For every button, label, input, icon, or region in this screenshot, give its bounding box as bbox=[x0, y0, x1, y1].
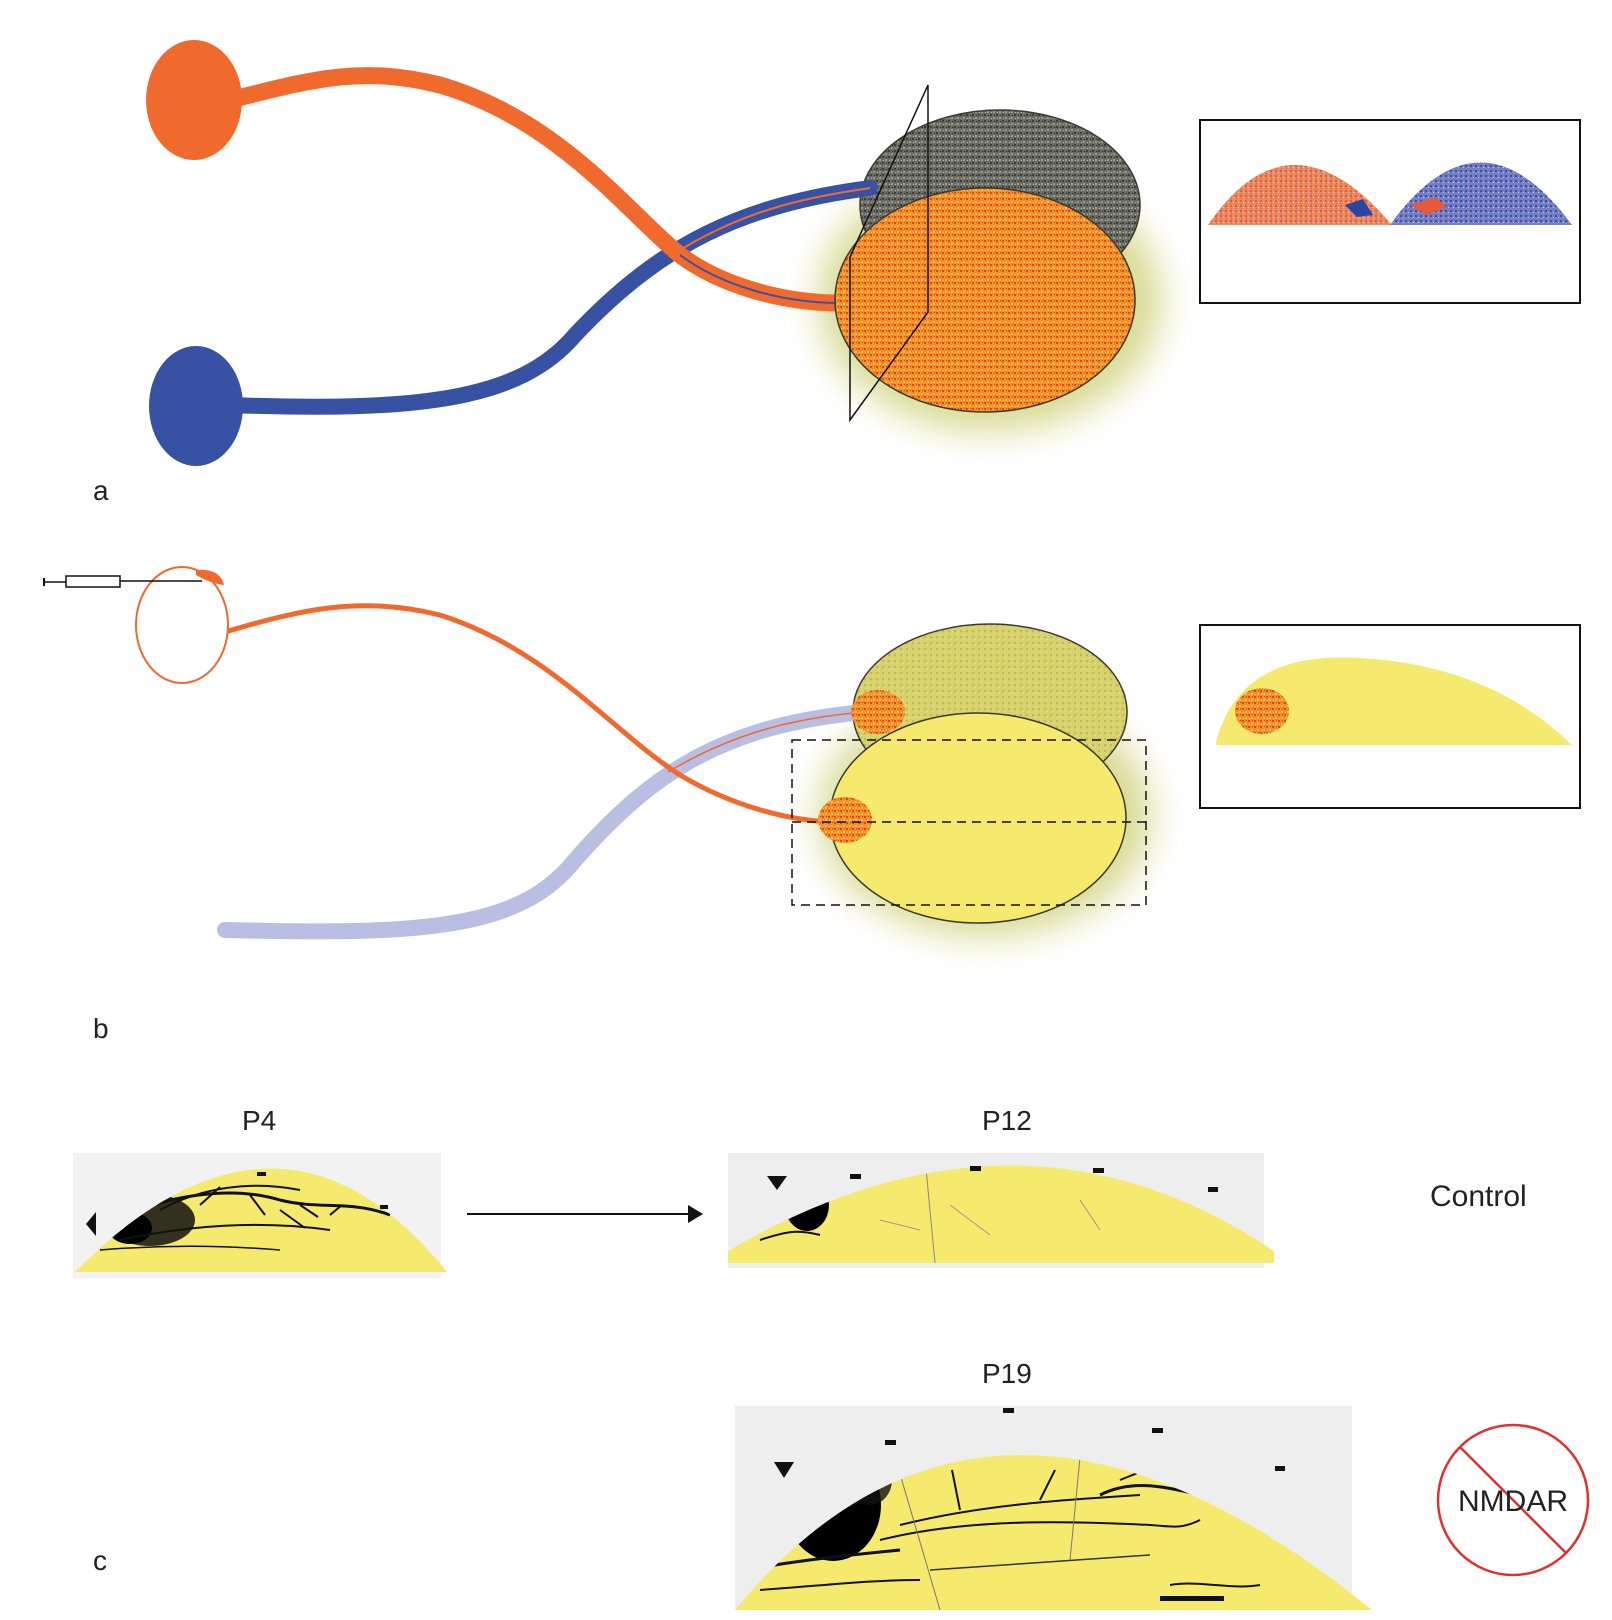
lightblue-axon bbox=[217, 704, 873, 940]
p4-arrowhead bbox=[86, 1212, 96, 1236]
orange-axon bbox=[221, 67, 844, 312]
p12-marker bbox=[970, 1166, 981, 1171]
orange-axon-contra-thread bbox=[679, 254, 836, 304]
inset-blue-patch bbox=[1345, 199, 1373, 217]
p4-marker bbox=[257, 1172, 266, 1176]
section-p19 bbox=[735, 1406, 1372, 1610]
section-plane bbox=[849, 84, 929, 423]
nmdar-blocked-icon: NMDAR bbox=[1436, 1423, 1590, 1577]
blue-cell-body bbox=[149, 346, 243, 466]
orange-cell-body bbox=[146, 40, 242, 160]
panel-a: a bbox=[93, 40, 1581, 506]
inset-red-patch bbox=[1410, 197, 1447, 215]
p19-marker bbox=[885, 1440, 896, 1445]
timepoint-label-p12: P12 bbox=[982, 1105, 1032, 1136]
syringe-icon bbox=[43, 575, 202, 588]
panel-label-c: c bbox=[93, 1545, 107, 1576]
injected-cell-body bbox=[135, 566, 229, 684]
target-front-disc bbox=[834, 187, 1136, 413]
orange-axon-b bbox=[222, 603, 841, 825]
inset-labeled-patch bbox=[1235, 688, 1289, 734]
lightblue-axon-thread bbox=[667, 711, 866, 773]
timepoint-label-p4: P4 bbox=[242, 1105, 276, 1136]
condition-label-control: Control bbox=[1430, 1180, 1527, 1213]
blue-axon-ipsi-thread bbox=[671, 187, 871, 256]
scale-bar bbox=[1160, 1596, 1224, 1601]
labeled-patch-back bbox=[851, 690, 905, 734]
p4-marker bbox=[380, 1205, 388, 1209]
p19-yellow-section bbox=[735, 1455, 1372, 1610]
p12-marker bbox=[1093, 1168, 1104, 1173]
p19-marker bbox=[1003, 1408, 1014, 1413]
p12-arrowhead bbox=[767, 1176, 787, 1190]
inset-yellow-section bbox=[1216, 657, 1572, 745]
target-front-disc-b bbox=[829, 712, 1127, 924]
condition-label-nmdar: NMDAR bbox=[1458, 1485, 1568, 1518]
progression-arrow bbox=[467, 1205, 703, 1223]
p19-marker bbox=[1275, 1466, 1285, 1471]
labeled-patch-front bbox=[818, 797, 872, 843]
timepoint-label-p19: P19 bbox=[982, 1358, 1032, 1389]
panel-c: P4 P12 Control bbox=[73, 1105, 1590, 1610]
panel-b: b bbox=[43, 566, 1581, 1044]
section-p4 bbox=[73, 1153, 447, 1278]
inset-orange-half bbox=[1208, 165, 1392, 225]
p19-arrowhead bbox=[774, 1462, 794, 1478]
p12-yellow-section bbox=[728, 1165, 1274, 1263]
p12-marker bbox=[1208, 1187, 1218, 1192]
section-p12 bbox=[728, 1153, 1274, 1268]
panel-label-b: b bbox=[93, 1013, 109, 1044]
p12-marker bbox=[850, 1174, 861, 1179]
panel-label-a: a bbox=[93, 475, 109, 506]
injection-site bbox=[196, 569, 224, 585]
p19-marker bbox=[1152, 1428, 1163, 1433]
